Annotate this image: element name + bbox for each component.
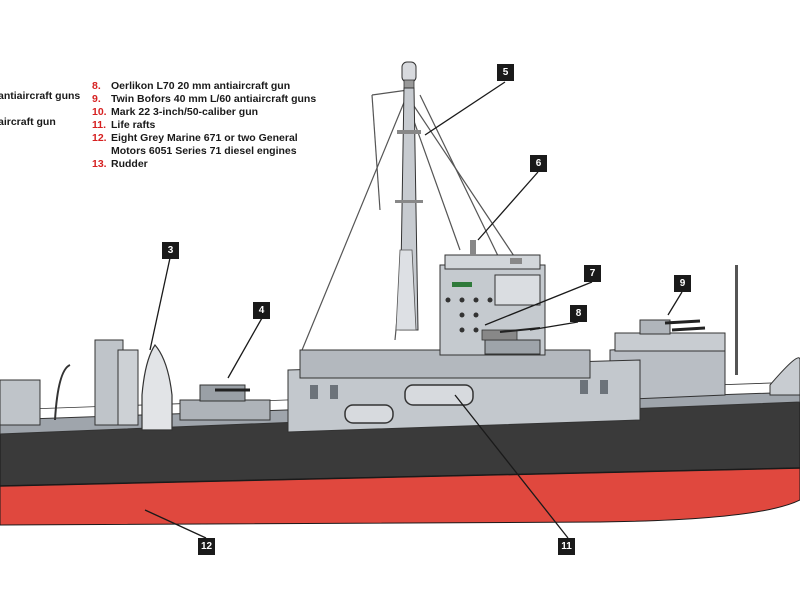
mast (395, 61, 423, 331)
legend-text: Twin Bofors 40 mm L/60 antiaircraft guns (111, 93, 317, 105)
callout-12: 12 (198, 538, 215, 555)
legend-item: 8. Oerlikon L70 20 mm antiaircraft gun (92, 80, 316, 93)
legend-number: 8. (92, 80, 101, 92)
legend-number: 9. (92, 93, 101, 105)
legend-left-partial: antiaircraft guns aircraft gun (0, 90, 80, 129)
legend-item: Motors 6051 Series 71 diesel engines (92, 145, 316, 158)
legend-item: 11. Life rafts (92, 119, 316, 132)
legend-number: 13. (92, 158, 107, 170)
legend-text: Mark 22 3-inch/50-caliber gun (111, 106, 259, 118)
legend-text: Life rafts (111, 119, 156, 131)
legend-left-item: aircraft gun (0, 116, 80, 129)
legend-text: Eight Grey Marine 671 or two General (111, 132, 298, 144)
legend-text: antiaircraft guns (0, 90, 81, 102)
legend-item: 13. Rudder (92, 158, 316, 171)
callout-8: 8 (570, 305, 587, 322)
legend-text: Motors 6051 Series 71 diesel engines (111, 145, 297, 157)
legend-text: Oerlikon L70 20 mm antiaircraft gun (111, 80, 291, 92)
legend-right: 8. Oerlikon L70 20 mm antiaircraft gun 9. T… (92, 80, 316, 171)
callout-9: 9 (674, 275, 691, 292)
callout-11: 11 (558, 538, 575, 555)
legend-number: 12. (92, 132, 107, 144)
bridge-superstructure (287, 240, 641, 433)
legend-item: 10. Mark 22 3-inch/50-caliber gun (92, 106, 316, 119)
legend-number: 10. (92, 106, 107, 118)
legend-item: 9. Twin Bofors 40 mm L/60 antiaircraft gu… (92, 93, 316, 106)
callout-6: 6 (530, 155, 547, 172)
life-raft (404, 384, 474, 406)
legend-text: aircraft gun (0, 116, 56, 128)
callout-4: 4 (253, 302, 270, 319)
callout-leaders (144, 81, 683, 539)
legend-text: Rudder (111, 158, 148, 170)
life-raft (344, 404, 394, 424)
callout-5: 5 (497, 64, 514, 81)
aft-section (0, 339, 271, 431)
legend-item: 12. Eight Grey Marine 671 or two General (92, 132, 316, 145)
legend-left-item: antiaircraft guns (0, 90, 80, 103)
legend-number: 11. (92, 119, 107, 131)
callout-3: 3 (162, 242, 179, 259)
callout-7: 7 (584, 265, 601, 282)
